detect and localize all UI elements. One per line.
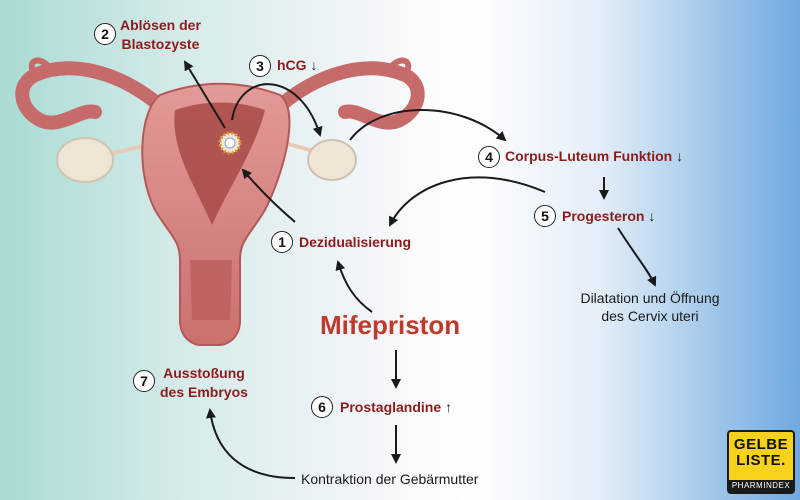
step-7-number: 7 (133, 370, 155, 392)
step-6-number: 6 (311, 396, 333, 418)
step-1-number: 1 (271, 231, 293, 253)
arrow-dezidual-to-uterus (241, 168, 296, 223)
arrow-kontraktion-to-ausstossung (206, 408, 296, 479)
step-2-number: 2 (94, 23, 116, 45)
step-2-label: Ablösen der Blastozyste (120, 16, 201, 54)
step-3-number: 3 (249, 55, 271, 77)
step-5-label-text: Progesteron (562, 208, 645, 224)
step-6-trend-icon: ↑ (445, 399, 453, 415)
step-6-label-text: Prostaglandine (340, 399, 442, 415)
logo-line1: GELBE (733, 436, 789, 453)
arrow-corpus-luteum (349, 109, 507, 142)
arrow-hcg (231, 83, 323, 137)
drug-name: Mifepriston (320, 310, 461, 340)
logo-line3: PHARMINDEX (729, 480, 793, 492)
step-4-label: Corpus-Luteum Funktion ↓ (505, 148, 683, 164)
left-fallopian-tube (15, 61, 172, 130)
step-5-label: Progesteron ↓ (562, 208, 655, 224)
outcome-dilatation-line2: des Cervix uteri (601, 308, 699, 324)
step-6-label: Prostaglandine ↑ (340, 399, 452, 415)
outcome-contraction: Kontraktion der Gebärmutter (301, 471, 479, 487)
outcome-dilatation: Dilatation und Öffnung des Cervix uteri (555, 289, 745, 325)
outcome-dilatation-line1: Dilatation und Öffnung (580, 290, 720, 306)
step-1-label: Dezidualisierung (299, 234, 412, 250)
step-3-trend-icon: ↓ (310, 57, 318, 73)
step-7-label: Ausstoßung des Embryos (160, 364, 248, 402)
step-4-label-text: Corpus-Luteum Funktion (505, 148, 673, 164)
step-5-trend-icon: ↓ (648, 208, 656, 224)
step-4-trend-icon: ↓ (676, 148, 684, 164)
right-ovary (307, 139, 357, 181)
step-5-number: 5 (534, 205, 556, 227)
step-4-number: 4 (478, 146, 500, 168)
arrow-progesteron-to-dezidual (389, 176, 546, 227)
step-2-label-line1: Ablösen der (120, 17, 201, 33)
arrow-progesteron-to-cervix (617, 227, 657, 287)
flow-arrows (183, 60, 657, 479)
step-3-label: hCG ↓ (277, 57, 317, 73)
step-2-label-line2: Blastozyste (121, 36, 200, 52)
step-7-label-line1: Ausstoßung (163, 365, 245, 381)
arrow-blastozyste (183, 60, 226, 129)
logo-line2: LISTE. (736, 452, 786, 469)
step-7-label-line2: des Embryos (160, 384, 248, 400)
gelbe-liste-logo: GELBE LISTE. PHARMINDEX (727, 430, 795, 494)
uterus-illustration (15, 57, 425, 346)
left-ovary (56, 137, 114, 183)
step-3-label-text: hCG (277, 57, 307, 73)
arrow-drug-to-dezidual (335, 260, 373, 313)
